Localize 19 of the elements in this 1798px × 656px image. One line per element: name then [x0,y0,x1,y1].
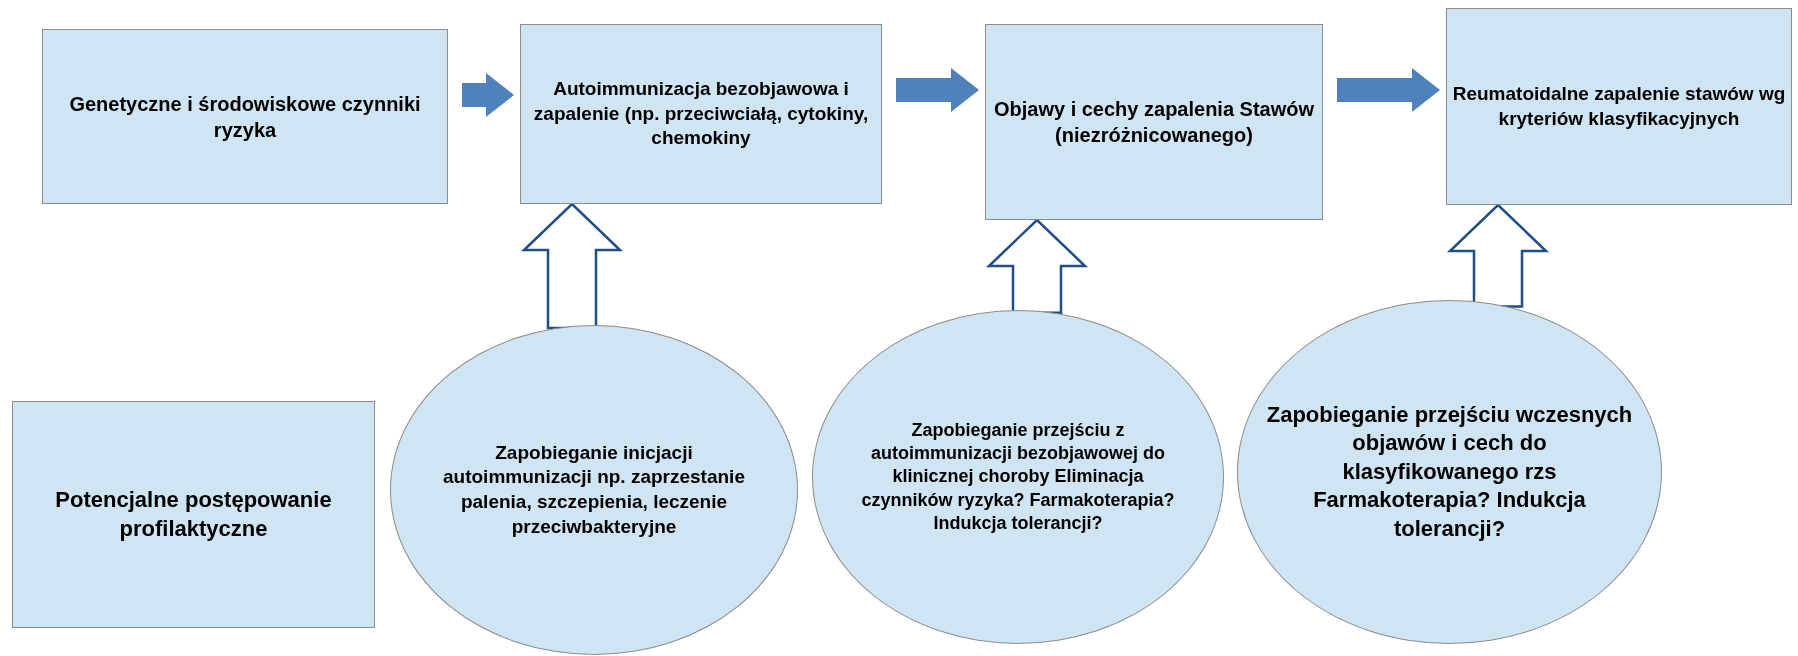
block-arrow [1446,203,1550,308]
process-box [12,401,375,628]
node-text: Reumatoidalne zapalenie stawów wg kryteriów klasyfikacyjnych [1451,81,1787,131]
node-text: Objawy i cechy zapalenia Stawów (niezróżnicowanego) [992,97,1316,148]
block-arrow [462,73,514,117]
node-text: Zapobieganie przejściu wczesnych objawów i cech do klasyfikowanego rzs Farmakoterapia? Indukcja tolerancji? [1265,400,1634,543]
block-arrow [520,202,624,330]
process-box [42,29,448,204]
node-text: Potencjalne postępowanie profilaktyczne [54,485,333,543]
process-box [985,24,1323,220]
node-text: Autoimmunizacja bezobjawowa i zapalenie (np. przeciwciałą, cytokiny, chemokiny [532,76,870,151]
node-text: Zapobieganie przejściu z autoimmunizacji bezobjawowej do klinicznej choroby Eliminacja czynników ryzyka? Farmakoterapia? Indukcja tolerancji? [860,418,1176,536]
process-box [1446,8,1792,205]
node-text: Genetyczne i środowiskowe czynniki ryzyka [68,91,422,143]
block-arrow [896,68,979,112]
block-arrow [985,218,1089,314]
block-arrow [1337,68,1440,112]
process-box [520,24,882,204]
node-text: Zapobieganie inicjacji autoimmunizacji np. zaprzestanie palenia, szczepienia, leczenie przeciwbakteryjne [442,440,746,539]
